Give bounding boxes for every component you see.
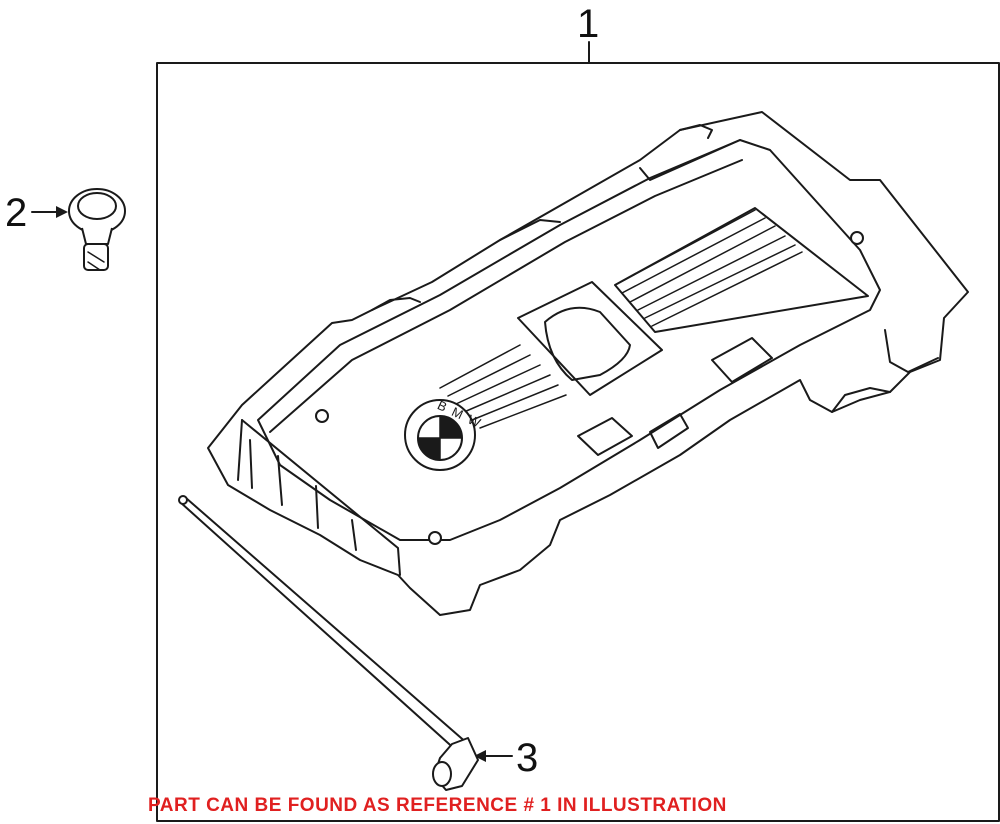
callout-number-2: 2 xyxy=(5,191,28,235)
callout-3-arrow xyxy=(474,750,513,762)
rod-bolt-part xyxy=(178,495,479,791)
reference-note: PART CAN BE FOUND AS REFERENCE # 1 IN IL… xyxy=(148,795,727,816)
callout-number-1: 1 xyxy=(577,2,600,46)
grommet-clip-part xyxy=(68,188,126,271)
vent-grille-left xyxy=(439,344,567,429)
callout-2-arrow xyxy=(31,206,68,218)
callout-number-3: 3 xyxy=(516,736,539,780)
logo-letters-text: BMW xyxy=(435,397,489,433)
vent-grille-right xyxy=(614,207,869,333)
engine-cover-part xyxy=(207,111,969,616)
reference-frame xyxy=(156,62,1000,822)
bmw-roundel-logo xyxy=(404,399,476,471)
